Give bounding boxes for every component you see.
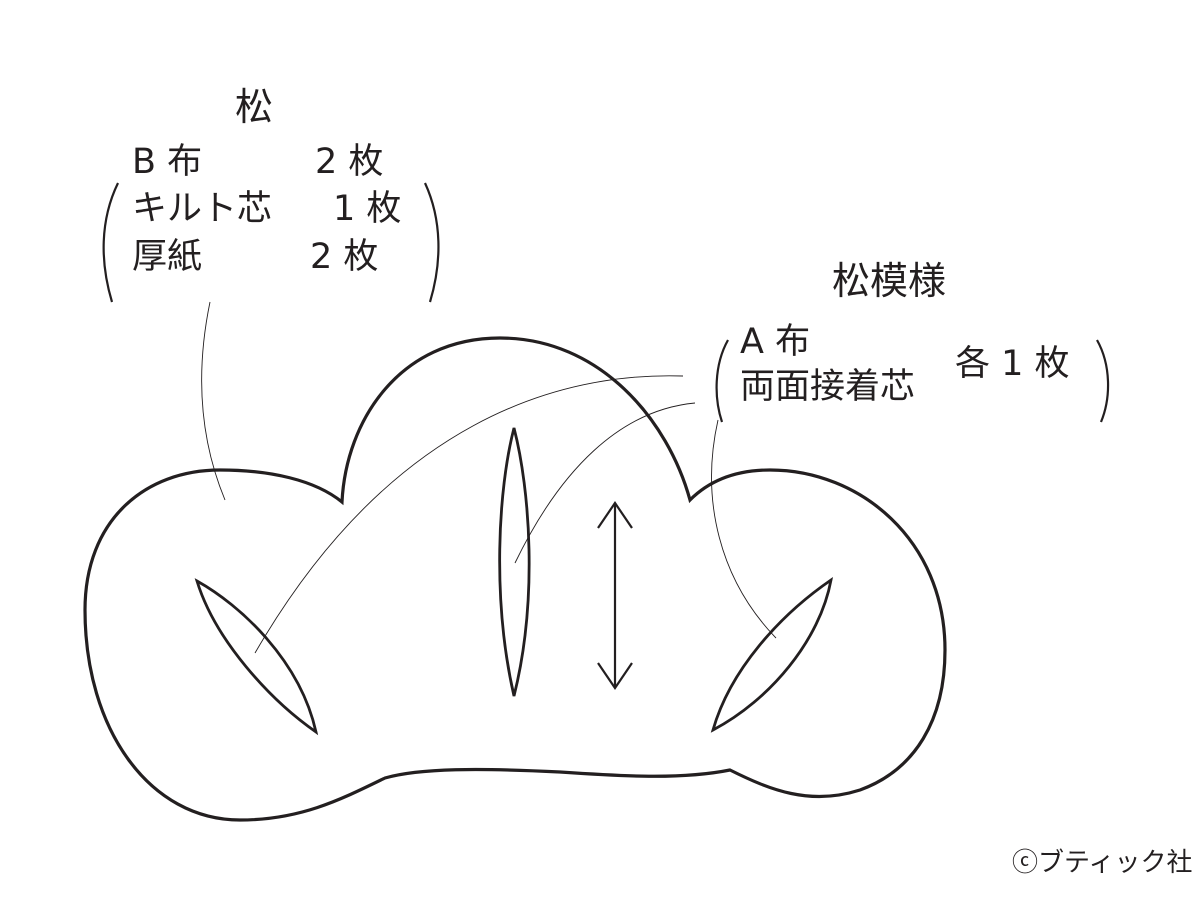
leader-line-center-leaf [514, 402, 696, 564]
pine-material-3: 厚紙 [132, 237, 203, 277]
double-headed-arrow-icon [597, 501, 633, 690]
pine-count-2: 1 枚 [333, 189, 402, 229]
pine-title: 松 [235, 85, 274, 129]
bracket-left-pattern [715, 339, 729, 423]
pine-material-2: キルト芯 [132, 189, 273, 229]
pattern-count: 各 1 枚 [955, 344, 1070, 384]
pattern-material-1: A 布 [740, 322, 811, 362]
pattern-title: 松模様 [832, 259, 947, 303]
leader-line-pine [201, 301, 226, 501]
leader-lines [201, 301, 777, 654]
copyright-icon: ⓒ [1012, 848, 1039, 878]
bracket-left-pine [102, 182, 119, 303]
pattern-material-2: 両面接着芯 [740, 367, 916, 407]
leader-line-right-leaf [711, 419, 777, 639]
bracket-right-pine [424, 182, 440, 303]
pine-outline [83, 336, 947, 822]
copyright-credit: ⓒブティック社 [1012, 850, 1192, 876]
pine-count-3: 2 枚 [310, 237, 379, 277]
bracket-right-pattern [1096, 339, 1110, 423]
leader-line-left-leaf [254, 375, 684, 654]
publisher-name: ブティック社 [1038, 848, 1193, 878]
leaf-center [498, 427, 531, 697]
pine-material-1: B 布 [132, 142, 203, 182]
leaf-left [194, 578, 319, 736]
leaf-right [710, 576, 833, 733]
pine-count-1: 2 枚 [315, 142, 384, 182]
